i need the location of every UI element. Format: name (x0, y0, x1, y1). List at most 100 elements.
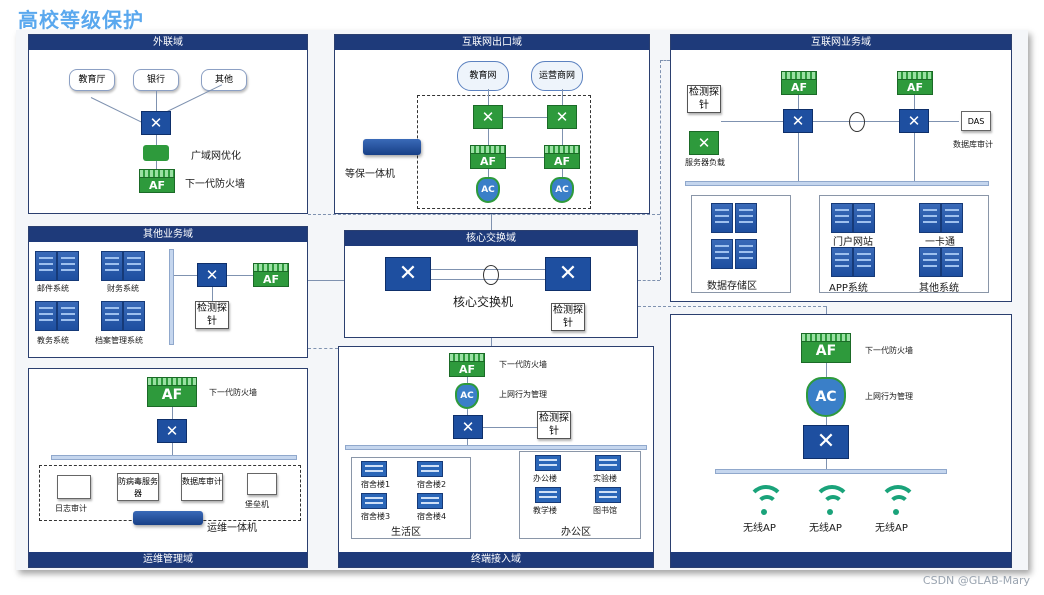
ops-device-bastion (247, 473, 277, 495)
ob-switch-icon: ✕ (197, 263, 227, 287)
terminal-dorm-2: 宿舍楼2 (417, 480, 447, 489)
ops-device-bastion-label: 堡垒机 (245, 500, 269, 509)
zone-internet-exit-title: 互联网出口域 (335, 35, 649, 50)
wan-optimizer-icon (143, 145, 169, 161)
wireless-access-bar (715, 469, 947, 474)
ops-appliance-icon (133, 511, 203, 525)
terminal-probe-icon: 检测探针 (537, 411, 571, 439)
zone-other-business-title: 其他业务域 (29, 227, 307, 242)
ib-firewall-1-icon: AF (781, 71, 817, 95)
terminal-living-label: 生活区 (391, 527, 421, 538)
terminal-library: 图书馆 (593, 506, 617, 515)
ob-firewall-icon: AF (253, 263, 289, 287)
zone-terminal: 终端接入域 AF 下一代防火墙 AC 上网行为管理 ✕ 检测探针 宿舍楼1 宿舍… (338, 346, 654, 568)
zone-wireless: AF 下一代防火墙 AC 上网行为管理 ✕ 无线AP 无线AP 无线AP (670, 314, 1012, 568)
exit-ac-2-icon: AC (550, 177, 574, 203)
terminal-office-building: 办公楼 (533, 474, 557, 483)
zone-ops-title: 运维管理域 (29, 552, 307, 567)
node-education-dept: 教育厅 (69, 69, 115, 91)
ib-storage-label: 数据存储区 (707, 281, 757, 292)
ob-system-finance: 财务系统 (107, 284, 139, 293)
ib-switch-2-icon: ✕ (899, 109, 929, 133)
wireless-ap-3-label: 无线AP (875, 523, 908, 534)
ops-device-log-audit-label: 日志审计 (55, 504, 87, 513)
core-switch-1-icon: ✕ (385, 257, 431, 291)
terminal-dorm-1: 宿舍楼1 (361, 480, 391, 489)
node-bank: 银行 (133, 69, 179, 91)
zone-external-title: 外联域 (29, 35, 307, 50)
exit-firewall-1-icon: AF (470, 145, 506, 169)
ob-system-mail: 邮件系统 (37, 284, 69, 293)
exit-firewall-2-icon: AF (544, 145, 580, 169)
wireless-ap-1-label: 无线AP (743, 523, 776, 534)
external-firewall-label: 下一代防火墙 (185, 179, 245, 190)
zone-wireless-footer (671, 552, 1011, 567)
ib-switch-1-icon: ✕ (783, 109, 813, 133)
external-firewall-icon: AF (139, 169, 175, 193)
page-title: 高校等级保护 (18, 8, 144, 32)
exit-appliance-label: 等保一体机 (345, 169, 395, 180)
wireless-firewall-icon: AF (801, 333, 851, 363)
wan-optimizer-label: 广域网优化 (191, 151, 241, 162)
zone-external: 外联域 教育厅 银行 其他 ✕ 广域网优化 AF 下一代防火墙 (28, 34, 308, 214)
core-probe-icon: 检测探针 (551, 303, 585, 331)
terminal-dorm-3: 宿舍楼3 (361, 512, 391, 521)
ops-appliance-label: 运维一体机 (207, 523, 257, 534)
terminal-teaching-building: 教学楼 (533, 506, 557, 515)
ops-firewall-label: 下一代防火墙 (209, 388, 257, 397)
diagram-frame: 外联域 教育厅 银行 其他 ✕ 广域网优化 AF 下一代防火墙 互联网出口域 教… (16, 30, 1028, 570)
ob-access-bar (169, 249, 174, 345)
wireless-firewall-label: 下一代防火墙 (865, 346, 913, 355)
core-switch-2-icon: ✕ (545, 257, 591, 291)
zone-other-business: 其他业务域 邮件系统 财务系统 教务系统 档案管理系统 ✕ AF 检测探针 (28, 226, 308, 358)
cloud-education-net: 教育网 (457, 61, 509, 91)
ops-access-bar (51, 455, 297, 460)
exit-switch-2-icon: ✕ (547, 105, 577, 129)
zone-internet-business: 互联网业务域 检测探针 ✕ 服务器负载 AF AF ✕ ✕ DAS 数据库审计 … (670, 34, 1012, 302)
ob-probe-icon: 检测探针 (195, 301, 229, 329)
zone-core: 核心交换域 ✕ ✕ 核心交换机 检测探针 (344, 230, 638, 338)
cloud-carrier-net: 运营商网 (531, 61, 583, 91)
exit-ac-1-icon: AC (476, 177, 500, 203)
exit-appliance-icon (363, 139, 421, 155)
zone-ops: 运维管理域 AF 下一代防火墙 ✕ 日志审计 防病毒服务器 数据库审计 堡垒机 … (28, 368, 308, 568)
zone-internet-business-title: 互联网业务域 (671, 35, 1011, 50)
terminal-access-bar (345, 445, 647, 450)
ob-system-academic: 教务系统 (37, 336, 69, 345)
terminal-office-label: 办公区 (561, 527, 591, 538)
wireless-ac-icon: AC (806, 377, 846, 417)
wireless-switch-icon: ✕ (803, 425, 849, 459)
terminal-lab-building: 实验楼 (593, 474, 617, 483)
external-switch-icon: ✕ (141, 111, 171, 135)
wireless-ap-1-icon (747, 485, 781, 507)
ib-link-ring (849, 112, 865, 132)
terminal-firewall-label: 下一代防火墙 (499, 360, 547, 369)
ops-device-antivirus: 防病毒服务器 (117, 473, 159, 501)
terminal-ac-icon: AC (455, 383, 479, 409)
ib-service-card: 一卡通 (925, 237, 955, 248)
ops-switch-icon: ✕ (157, 419, 187, 443)
ib-service-app: APP系统 (829, 283, 868, 294)
core-link-ring (483, 265, 499, 285)
ib-service-portal: 门户网站 (833, 237, 873, 248)
wireless-behavior-label: 上网行为管理 (865, 392, 913, 401)
wireless-ap-2-label: 无线AP (809, 523, 842, 534)
exit-switch-1-icon: ✕ (473, 105, 503, 129)
zone-internet-exit: 互联网出口域 教育网 运营商网 ✕ ✕ AF AF AC AC 等保一体机 (334, 34, 650, 214)
ib-access-bar (685, 181, 989, 186)
node-other: 其他 (201, 69, 247, 91)
terminal-behavior-label: 上网行为管理 (499, 390, 547, 399)
wireless-ap-3-icon (879, 485, 913, 507)
ib-service-other: 其他系统 (919, 283, 959, 294)
terminal-dorm-4: 宿舍楼4 (417, 512, 447, 521)
ib-probe-icon: 检测探针 (687, 85, 721, 113)
ib-db-audit-label: 数据库审计 (953, 140, 993, 149)
watermark: CSDN @GLAB-Mary (922, 574, 1030, 587)
ops-device-db-audit: 数据库审计 (181, 473, 223, 501)
ib-firewall-2-icon: AF (897, 71, 933, 95)
terminal-switch-icon: ✕ (453, 415, 483, 439)
ops-firewall-icon: AF (147, 377, 197, 407)
zone-core-title: 核心交换域 (345, 231, 637, 246)
ops-device-log-audit (57, 475, 91, 499)
core-switch-label: 核心交换机 (453, 295, 514, 309)
